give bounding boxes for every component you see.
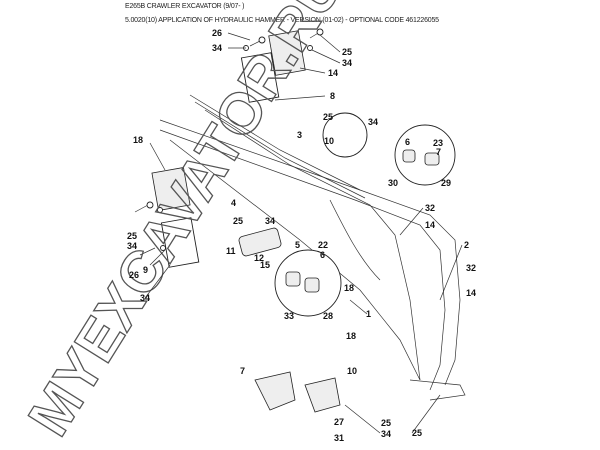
callout[interactable]: 10 <box>324 136 334 146</box>
clamps <box>238 149 440 413</box>
callout[interactable]: 8 <box>330 91 335 101</box>
callout[interactable]: 14 <box>425 220 435 230</box>
callout[interactable]: 25 <box>127 231 137 241</box>
callout[interactable]: 15 <box>260 260 270 270</box>
callout[interactable]: 3 <box>297 130 302 140</box>
detail-circle-3 <box>322 112 368 158</box>
callout[interactable]: 11 <box>226 246 236 256</box>
callout[interactable]: 33 <box>284 311 294 321</box>
callout[interactable]: 26 <box>212 28 222 38</box>
callout[interactable]: 18 <box>346 331 356 341</box>
callout-labels: 26 34 25 34 14 8 25 34 3 10 6 23 7 30 29… <box>127 28 476 443</box>
callout[interactable]: 7 <box>240 366 245 376</box>
callout[interactable]: 10 <box>347 366 357 376</box>
diagram-subtitle: 5.0020(10) APPLICATION OF HYDRAULIC HAMM… <box>125 17 439 24</box>
callout[interactable]: 2 <box>464 240 469 250</box>
callout[interactable]: 14 <box>466 288 476 298</box>
callout[interactable]: 4 <box>231 198 236 208</box>
callout[interactable]: 6 <box>320 250 325 260</box>
callout[interactable]: 22 <box>318 240 328 250</box>
callout[interactable]: 25 <box>342 47 352 57</box>
callout[interactable]: 25 <box>323 112 333 122</box>
callout[interactable]: 25 <box>381 418 391 428</box>
callout[interactable]: 9 <box>143 265 148 275</box>
callout[interactable]: 34 <box>368 117 378 127</box>
callout[interactable]: 31 <box>334 433 344 443</box>
boom-drawing <box>159 94 466 401</box>
bolts <box>134 28 324 256</box>
callout[interactable]: 25 <box>233 216 243 226</box>
callout[interactable]: 28 <box>323 311 333 321</box>
callout[interactable]: 34 <box>212 43 222 53</box>
callout[interactable]: 34 <box>265 216 275 226</box>
callout[interactable]: 14 <box>328 68 338 78</box>
callout[interactable]: 34 <box>127 241 137 251</box>
callout[interactable]: 25 <box>412 428 422 438</box>
clamp-plate-top <box>240 30 306 103</box>
watermark: MYEXCAVATOR.RU <box>16 0 356 447</box>
callout[interactable]: 27 <box>334 417 344 427</box>
callout[interactable]: 34 <box>342 58 352 68</box>
callout[interactable]: 18 <box>133 135 143 145</box>
leader-lines <box>144 32 463 434</box>
clamp-plate-left <box>151 167 200 268</box>
callout[interactable]: 18 <box>344 283 354 293</box>
callout[interactable]: 26 <box>129 270 139 280</box>
callout[interactable]: 32 <box>466 263 476 273</box>
callout[interactable]: 5 <box>295 240 300 250</box>
callout[interactable]: 7 <box>436 147 441 157</box>
diagram-title: E265B CRAWLER EXCAVATOR (9/07- ) <box>125 3 245 10</box>
callout[interactable]: 23 <box>433 138 443 148</box>
callout[interactable]: 32 <box>425 203 435 213</box>
callout[interactable]: 12 <box>254 253 264 263</box>
callout[interactable]: 6 <box>405 137 410 147</box>
callout[interactable]: 29 <box>441 178 451 188</box>
callout[interactable]: 34 <box>381 429 391 439</box>
callout[interactable]: 30 <box>388 178 398 188</box>
callout[interactable]: 34 <box>140 293 150 303</box>
callout[interactable]: 1 <box>366 309 371 319</box>
